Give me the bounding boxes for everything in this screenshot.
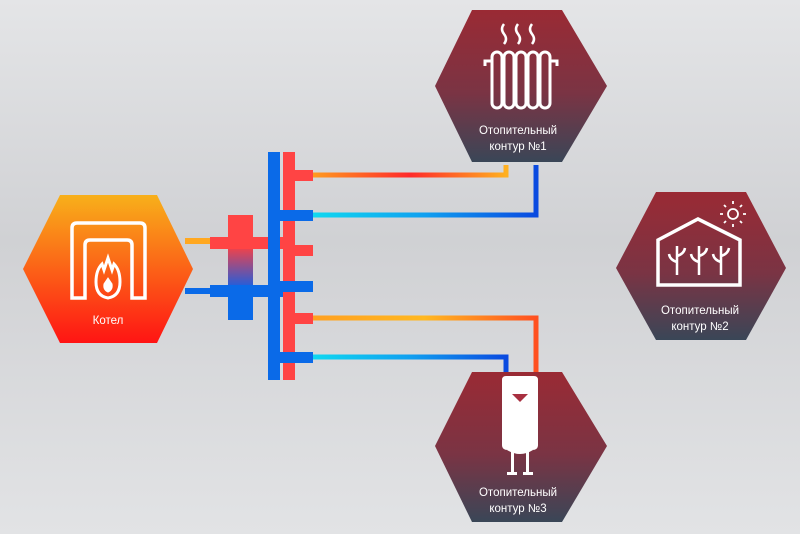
radiator-icon: [483, 23, 559, 110]
boiler-node[interactable]: Котел: [23, 195, 193, 343]
water-heater-icon: [502, 376, 538, 475]
boiler-label: Котел: [93, 315, 124, 327]
circuit-3-node[interactable]: Отопительный контур №3: [435, 372, 607, 522]
greenhouse-icon: [656, 217, 742, 287]
return-line-1: [313, 165, 539, 218]
manifold: [268, 152, 313, 380]
cold-manifold: [268, 152, 280, 380]
supply-line-3: [313, 315, 539, 372]
distribution-lines: [313, 165, 620, 375]
boiler-supply-pipe: [185, 238, 215, 244]
return-line-3: [313, 354, 509, 375]
circuit-3-label-line1: Отопительный: [479, 487, 557, 499]
circuit-1-label-line2: контур №1: [489, 141, 546, 153]
circuit-2-label-line1: Отопительный: [661, 305, 739, 317]
hydraulic-separator: [210, 215, 285, 320]
sun-icon: [720, 201, 746, 227]
circuit-1-node[interactable]: Отопительный контур №1: [435, 10, 607, 162]
boiler-return-pipe: [185, 288, 215, 294]
circuit-2-label-line2: контур №2: [671, 321, 728, 333]
circuit-1-label-line1: Отопительный: [479, 125, 557, 137]
circuit-2-node[interactable]: Отопительный контур №2: [616, 192, 786, 340]
boiler-fire-icon: [70, 221, 147, 300]
hot-manifold: [283, 152, 295, 380]
circuit-3-label-line2: контур №3: [489, 503, 546, 515]
supply-line-1: [313, 165, 509, 178]
